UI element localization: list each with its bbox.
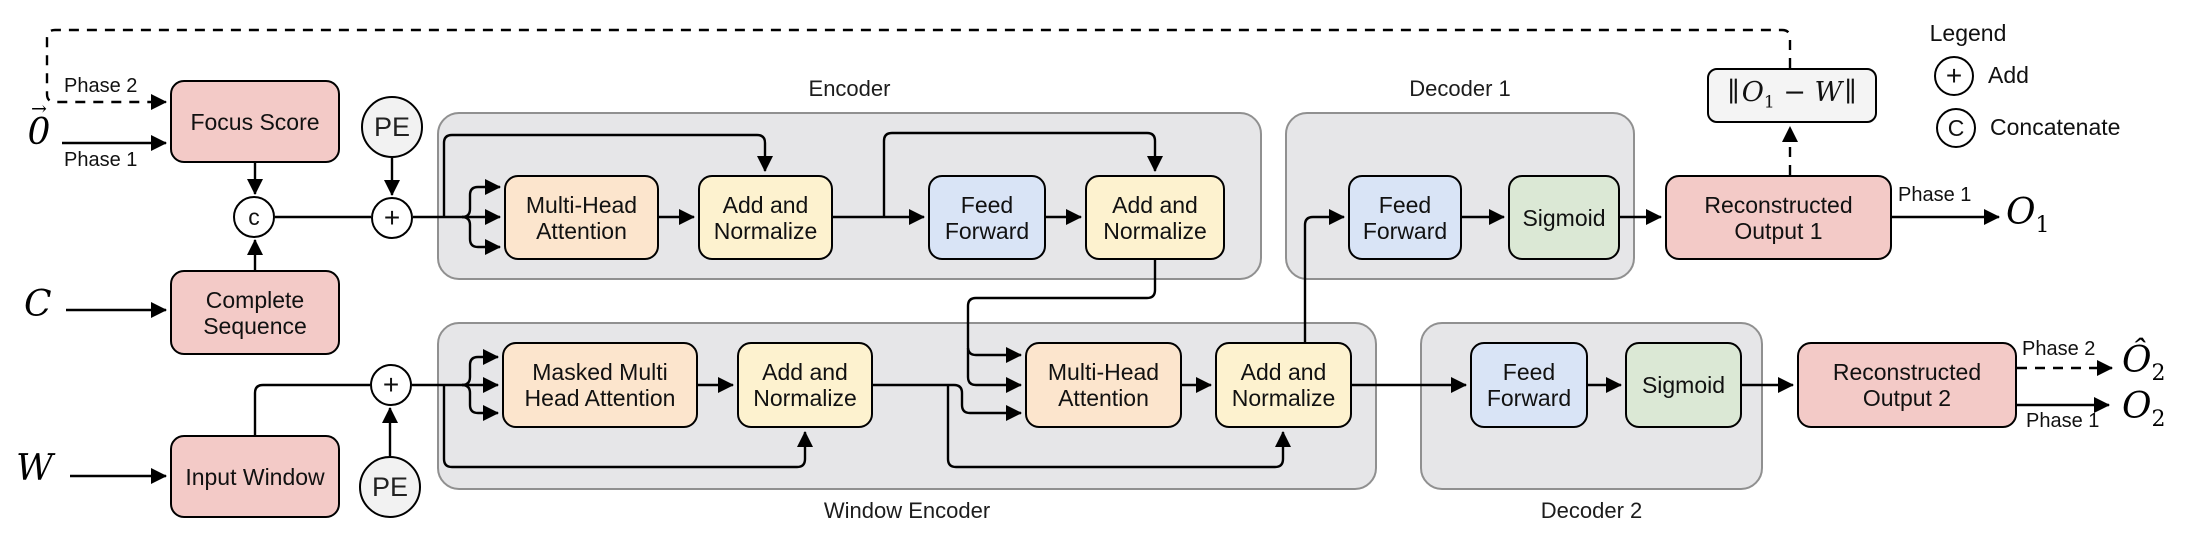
norm-expression: ∥O1 − W∥: [1727, 77, 1857, 113]
w-input-label: W: [16, 448, 54, 489]
window-add-normalize2-box: Add and Normalize: [1215, 342, 1352, 428]
reconstructed-output2-box: Reconstructed Output 2: [1797, 342, 2017, 428]
o2-phase1-label: Phase 1: [2026, 410, 2100, 432]
o2hat-sub: 2: [2151, 361, 2166, 387]
input-phase2-label: Phase 2: [64, 75, 138, 97]
decoder2-feed-forward-box: Feed Forward: [1470, 342, 1588, 428]
masked-multi-head-attention-box: Masked Multi Head Attention: [502, 342, 698, 428]
o2-phase2-label: Phase 2: [2022, 338, 2096, 360]
vector-arrow-glyph: →: [31, 98, 47, 120]
decoder2-label: Decoder 2: [1540, 498, 1643, 523]
add-operator-top-circle: +: [371, 197, 413, 239]
o1-sub: 1: [2035, 213, 2050, 239]
o1-base: O: [2006, 192, 2036, 233]
input-phase1-label: Phase 1: [64, 149, 138, 171]
o2-output-label: O2: [2122, 386, 2166, 432]
window-encoder-label: Window Encoder: [823, 498, 991, 523]
focus-score-box: Focus Score: [170, 80, 340, 163]
legend-concatenate-label: Concatenate: [1990, 114, 2121, 140]
legend-add-label: Add: [1988, 62, 2029, 88]
legend-concatenate-icon: C: [1936, 108, 1976, 148]
legend-add-icon: +: [1934, 56, 1974, 96]
o2hat-base: Ô: [2122, 340, 2152, 381]
add-operator-bottom-circle: +: [370, 364, 412, 406]
encoder-feed-forward-box: Feed Forward: [928, 175, 1046, 260]
zero-glyph: 0: [27, 112, 51, 153]
o2-sub: 2: [2151, 407, 2166, 433]
o1-phase1-label: Phase 1: [1898, 184, 1972, 206]
input-window-box: Input Window: [170, 435, 340, 518]
reconstruction-error-box: ∥O1 − W∥: [1707, 68, 1877, 123]
zero-vector-label: → 0: [17, 98, 61, 154]
o2-base: O: [2122, 386, 2152, 427]
positional-encoding-top-circle: PE: [361, 96, 423, 158]
encoder-multi-head-attention-box: Multi-Head Attention: [504, 175, 659, 260]
o1-output-label: O1: [2006, 192, 2050, 238]
o2hat-output-label: Ô2: [2122, 340, 2166, 386]
encoder-label: Encoder: [808, 76, 891, 101]
decoder2-sigmoid-box: Sigmoid: [1625, 342, 1742, 428]
concatenate-operator-circle: c: [233, 196, 275, 238]
legend-title: Legend: [1929, 20, 2007, 46]
edge-input-window-to-add: [253, 383, 370, 435]
encoder-add-normalize2-box: Add and Normalize: [1085, 175, 1225, 260]
reconstructed-output1-box: Reconstructed Output 1: [1665, 175, 1892, 260]
decoder1-sigmoid-box: Sigmoid: [1508, 175, 1620, 260]
decoder1-label: Decoder 1: [1409, 76, 1511, 101]
window-add-normalize1-box: Add and Normalize: [737, 342, 873, 428]
positional-encoding-bottom-circle: PE: [359, 456, 421, 518]
encoder-add-normalize1-box: Add and Normalize: [698, 175, 833, 260]
window-multi-head-attention-box: Multi-Head Attention: [1025, 342, 1182, 428]
decoder1-feed-forward-box: Feed Forward: [1348, 175, 1462, 260]
c-input-label: C: [24, 284, 52, 325]
complete-sequence-box: Complete Sequence: [170, 270, 340, 355]
